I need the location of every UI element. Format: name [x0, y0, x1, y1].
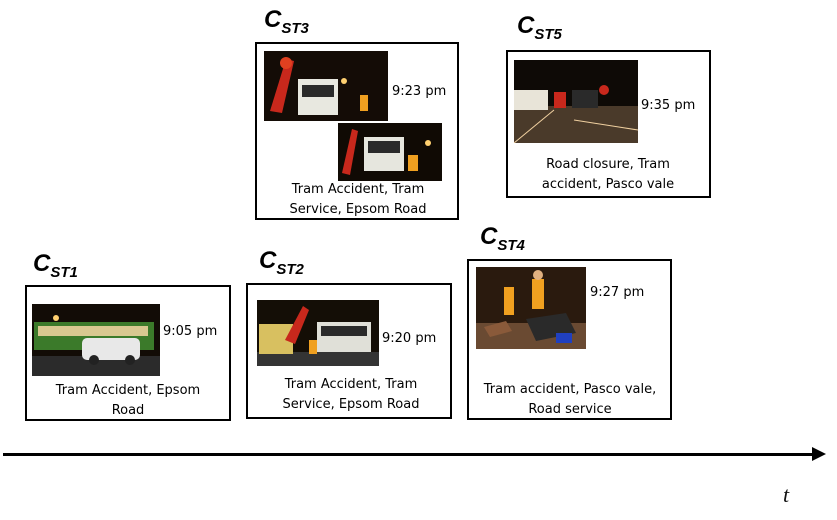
arrowhead-icon	[812, 447, 826, 461]
photo-crane-repair	[257, 300, 379, 366]
time-axis-label: t	[783, 482, 790, 507]
timestamp: 9:05 pm	[163, 324, 218, 339]
caption: Tram Accident, Epsom Road	[55, 383, 201, 418]
photo-crane-tram-2	[338, 123, 442, 181]
cluster-box-st2: 9:20 pm Tram Accident, Tram Service, Eps…	[246, 283, 452, 419]
caption: Road closure, Tram accident, Pasco vale	[541, 157, 675, 192]
photo-road-workers	[476, 267, 586, 349]
photo-crane-tram-1	[264, 51, 388, 121]
cluster-label-st5: CST5	[517, 12, 562, 43]
timestamp: 9:23 pm	[392, 84, 447, 99]
timestamp: 9:27 pm	[590, 285, 645, 300]
photo-tram-epsom-road	[32, 304, 160, 376]
cluster-box-st5: 9:35 pm Road closure, Tram accident, Pas…	[506, 50, 711, 198]
caption: Tram Accident, Tram Service, Epsom Road	[282, 377, 420, 412]
cluster-label-st1: CST1	[33, 250, 78, 281]
cluster-box-st3: 9:23 pm Tram Accident, Tram Service, Eps…	[255, 42, 459, 220]
cluster-box-st1: 9:05 pm Tram Accident, Epsom Road	[25, 285, 231, 421]
timestamp: 9:20 pm	[382, 331, 437, 346]
caption: Tram accident, Pasco vale, Road service	[483, 382, 657, 417]
time-axis	[3, 453, 817, 456]
cluster-label-st2: CST2	[259, 247, 304, 278]
cluster-label-st4: CST4	[480, 223, 525, 254]
photo-road-closure	[514, 60, 638, 143]
cluster-box-st4: 9:27 pm Tram accident, Pasco vale, Road …	[467, 259, 672, 420]
cluster-label-st3: CST3	[264, 6, 309, 37]
caption: Tram Accident, Tram Service, Epsom Road	[289, 182, 427, 217]
timestamp: 9:35 pm	[641, 98, 696, 113]
